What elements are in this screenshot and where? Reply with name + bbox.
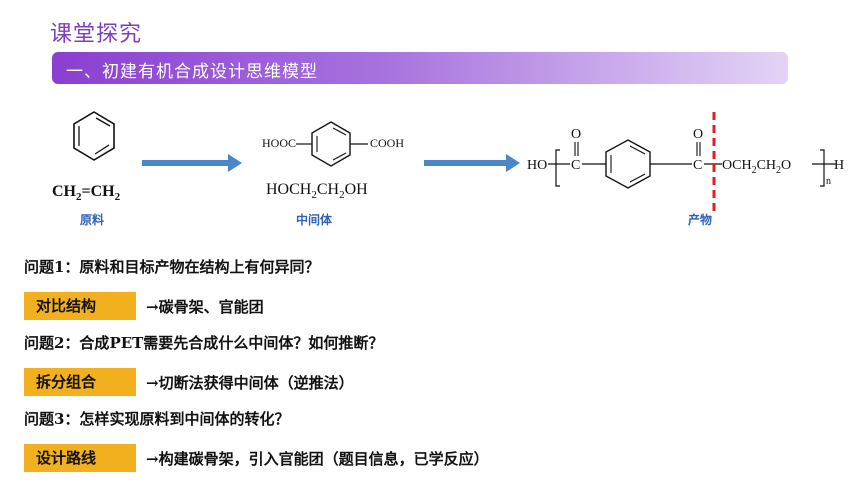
benzene-structure [73,111,115,161]
answer-1: →碳骨架、官能团 [146,297,264,316]
answer-3: →构建碳骨架，引入官能团（题目信息，已学反应） [146,449,489,468]
product-label: 产物 [688,212,712,227]
page-title: 课堂探究 [50,22,143,47]
arrow-right-icon [424,154,520,172]
question-1: 问题1：原料和目标产物在结构上有何异同？ [24,258,320,276]
svg-text:C: C [693,158,702,173]
svg-text:COOH: COOH [370,136,404,150]
answer-row-1: 对比结构 →碳骨架、官能团 [24,292,264,320]
ethylene-glycol-formula: HOCH2CH2OH [266,181,368,201]
svg-text:HO: HO [527,158,547,173]
question-3: 问题3：怎样实现原料到中间体的转化？ [24,410,290,428]
tag-compare-structure: 对比结构 [24,292,136,320]
section-header-bar: 一、初建有机合成设计思维模型 [52,52,788,84]
arrow-right-icon [142,154,242,172]
svg-text:n: n [826,176,831,187]
tag-split-combine: 拆分组合 [24,368,136,396]
ethylene-formula: CH2=CH2 [52,183,121,203]
raw-material-label: 原料 [80,212,104,227]
svg-text:C: C [571,158,580,173]
synthesis-diagram: CH2=CH2 原料 HOOC COOH HOCH2CH2OH 中间体 HO C… [52,111,844,227]
tag-design-route: 设计路线 [24,444,136,472]
question-2: 问题2：合成PET需要先合成什么中间体？如何推断？ [24,334,384,352]
svg-text:H: H [834,158,844,173]
intermediate-label: 中间体 [296,212,333,227]
section-header-label: 一、初建有机合成设计思维模型 [66,62,318,82]
answer-row-3: 设计路线 →构建碳骨架，引入官能团（题目信息，已学反应） [24,444,489,472]
svg-text:HOOC: HOOC [262,136,296,150]
svg-text:O: O [693,127,703,142]
answer-2: →切断法获得中间体（逆推法） [146,373,354,392]
answer-row-2: 拆分组合 →切断法获得中间体（逆推法） [24,368,354,396]
terephthalic-acid-structure: HOOC COOH [262,121,404,167]
pet-chain-formula: OCH2CH2O [722,158,791,176]
svg-text:O: O [571,127,581,142]
pet-structure: HO C O C O OCH2CH2O n H [527,127,844,189]
